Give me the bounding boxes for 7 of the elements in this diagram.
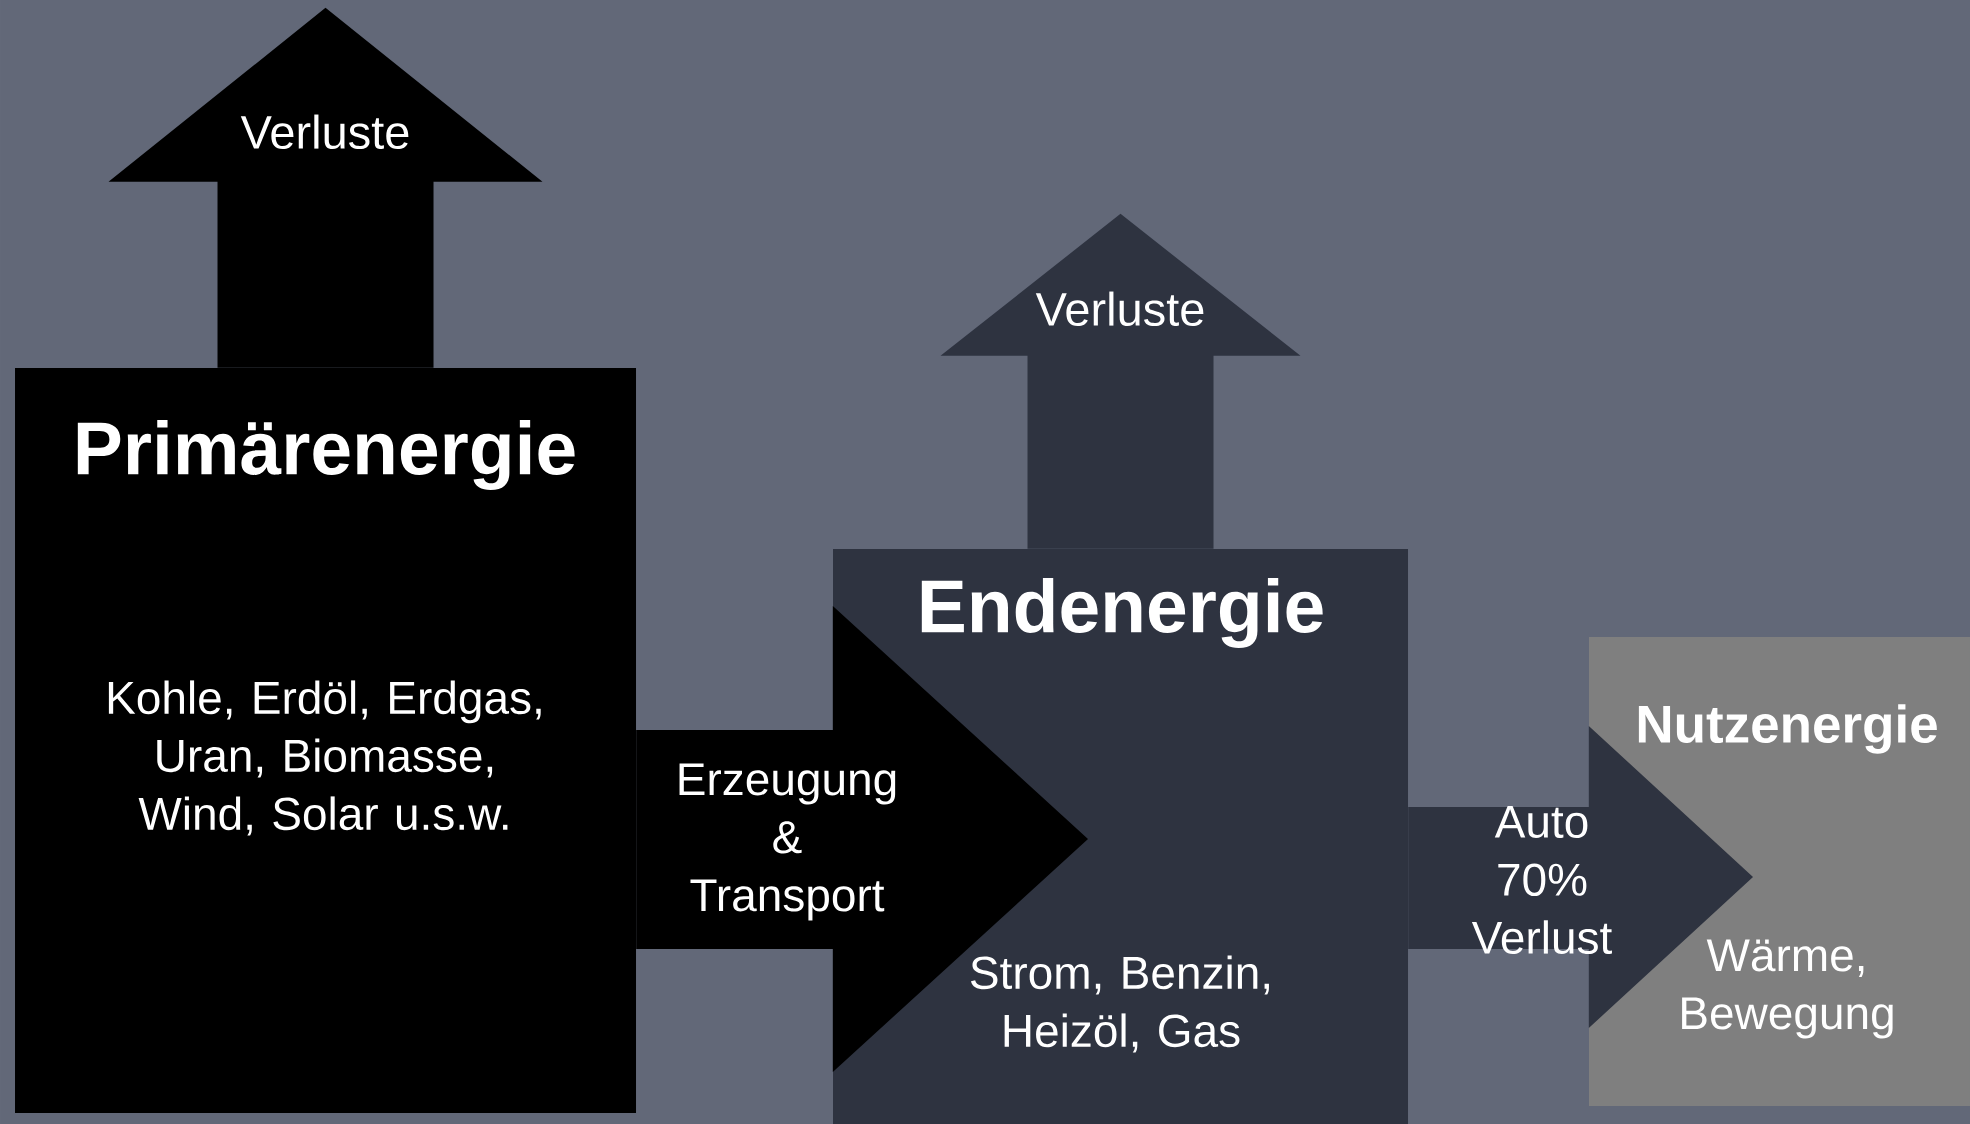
block-arrow (940, 213, 1301, 549)
energy-box: Primärenergie Kohle, Erdöl, Erdgas, Uran, Biomasse, Wind, Solar u.s.w. (15, 368, 636, 1113)
block-arrow (636, 606, 1088, 1072)
edge-label: Verluste (240, 114, 409, 150)
edge-label: Verluste (1035, 291, 1204, 327)
block-arrow (108, 7, 543, 368)
block-arrow (1408, 726, 1753, 1028)
